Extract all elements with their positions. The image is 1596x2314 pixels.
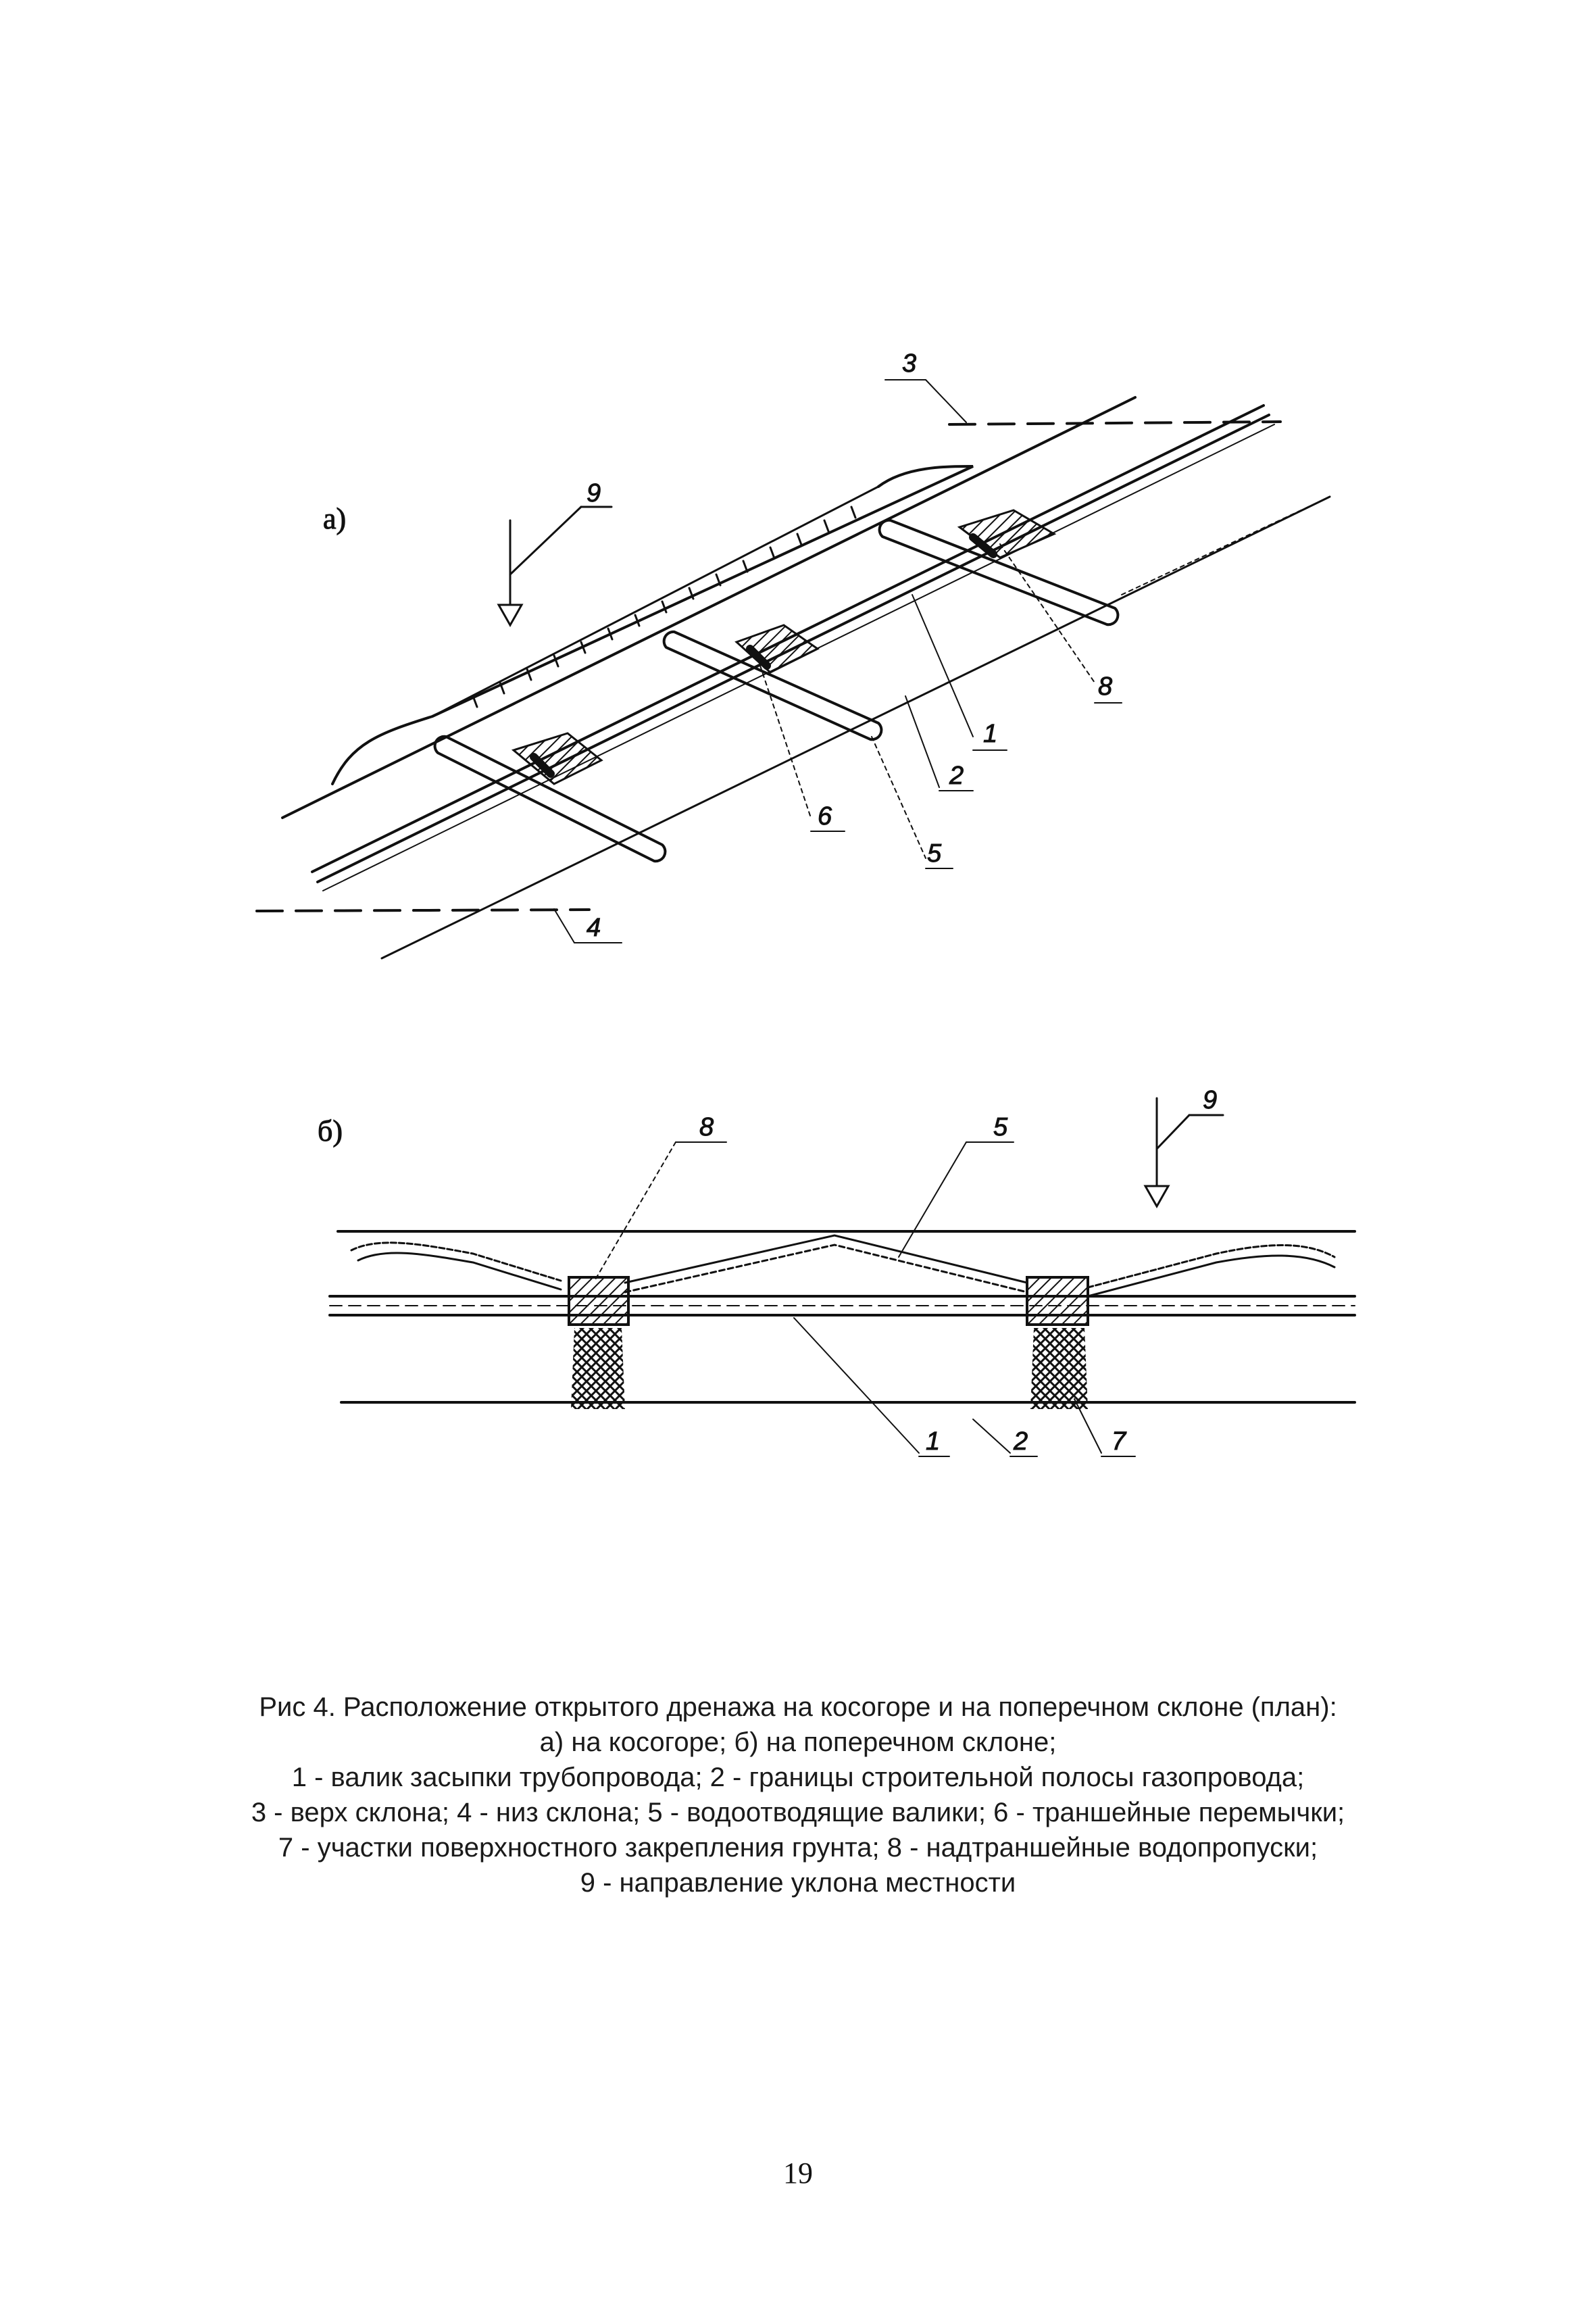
callout-a-4: 4 [587,914,601,942]
caption-line-3: 1 - валик засыпки трубопровода; 2 - гран… [291,1763,1305,1792]
part-a-label: а) [323,502,346,535]
diversion-ridge-1 [433,735,667,863]
plan-b-transverse-slope: б) [318,1086,1356,1457]
slope-direction-arrow-a [497,506,613,628]
soil-fixing-area-1 [571,1328,625,1409]
slope-direction-arrow-b [1143,1097,1224,1209]
caption-line-5: 7 - участки поверхностного закрепления г… [278,1833,1318,1863]
slope-edge-curve [331,465,974,785]
plan-a-hillside: а) [255,349,1331,960]
callout-a-8: 8 [1098,672,1112,701]
over-trench-culvert-1 [568,1276,630,1326]
callout-b-1: 1 [926,1427,940,1456]
trench-bridges [511,509,1057,785]
callout-b-9: 9 [1203,1086,1217,1114]
callout-a-9: 9 [587,479,601,508]
caption-line-4: 3 - верх склона; 4 - низ склона; 5 - вод… [251,1798,1345,1827]
slope-hatching [472,506,857,708]
callout-b-5: 5 [993,1113,1008,1141]
diversion-ridge-3 [878,518,1120,626]
page-number: 19 [783,2157,813,2190]
caption-line-1: Рис 4. Расположение открытого дренажа на… [259,1692,1337,1722]
diversion-ridge-2 [662,630,883,741]
caption-line-2: а) на косогоре; б) на поперечном склоне; [539,1727,1057,1757]
callout-b-7: 7 [1112,1427,1127,1456]
trench-bridge-1 [511,732,603,785]
callout-a-3: 3 [902,349,916,378]
strip-boundary-lower [380,495,1331,960]
bottom-of-slope-line [255,908,591,912]
soil-fixing-area-2 [1030,1328,1088,1409]
top-of-slope-line [948,420,1282,426]
callout-a-1: 1 [983,720,997,748]
water-diversion-ridges-b [350,1234,1336,1298]
callout-a-2: 2 [949,762,964,790]
caption-line-6: 9 - направление уклона местности [580,1868,1016,1898]
part-b-label: б) [318,1114,343,1148]
strip-boundary-upper [281,396,1137,819]
callout-b-8: 8 [699,1113,714,1141]
callout-b-2: 2 [1013,1427,1028,1456]
water-diversion-ridges [433,518,1120,863]
callout-a-5: 5 [927,839,942,868]
over-trench-culvert-2 [1026,1276,1089,1326]
callout-a-6: 6 [818,802,832,831]
figure-caption: Рис 4. Расположение открытого дренажа на… [122,1690,1474,1900]
